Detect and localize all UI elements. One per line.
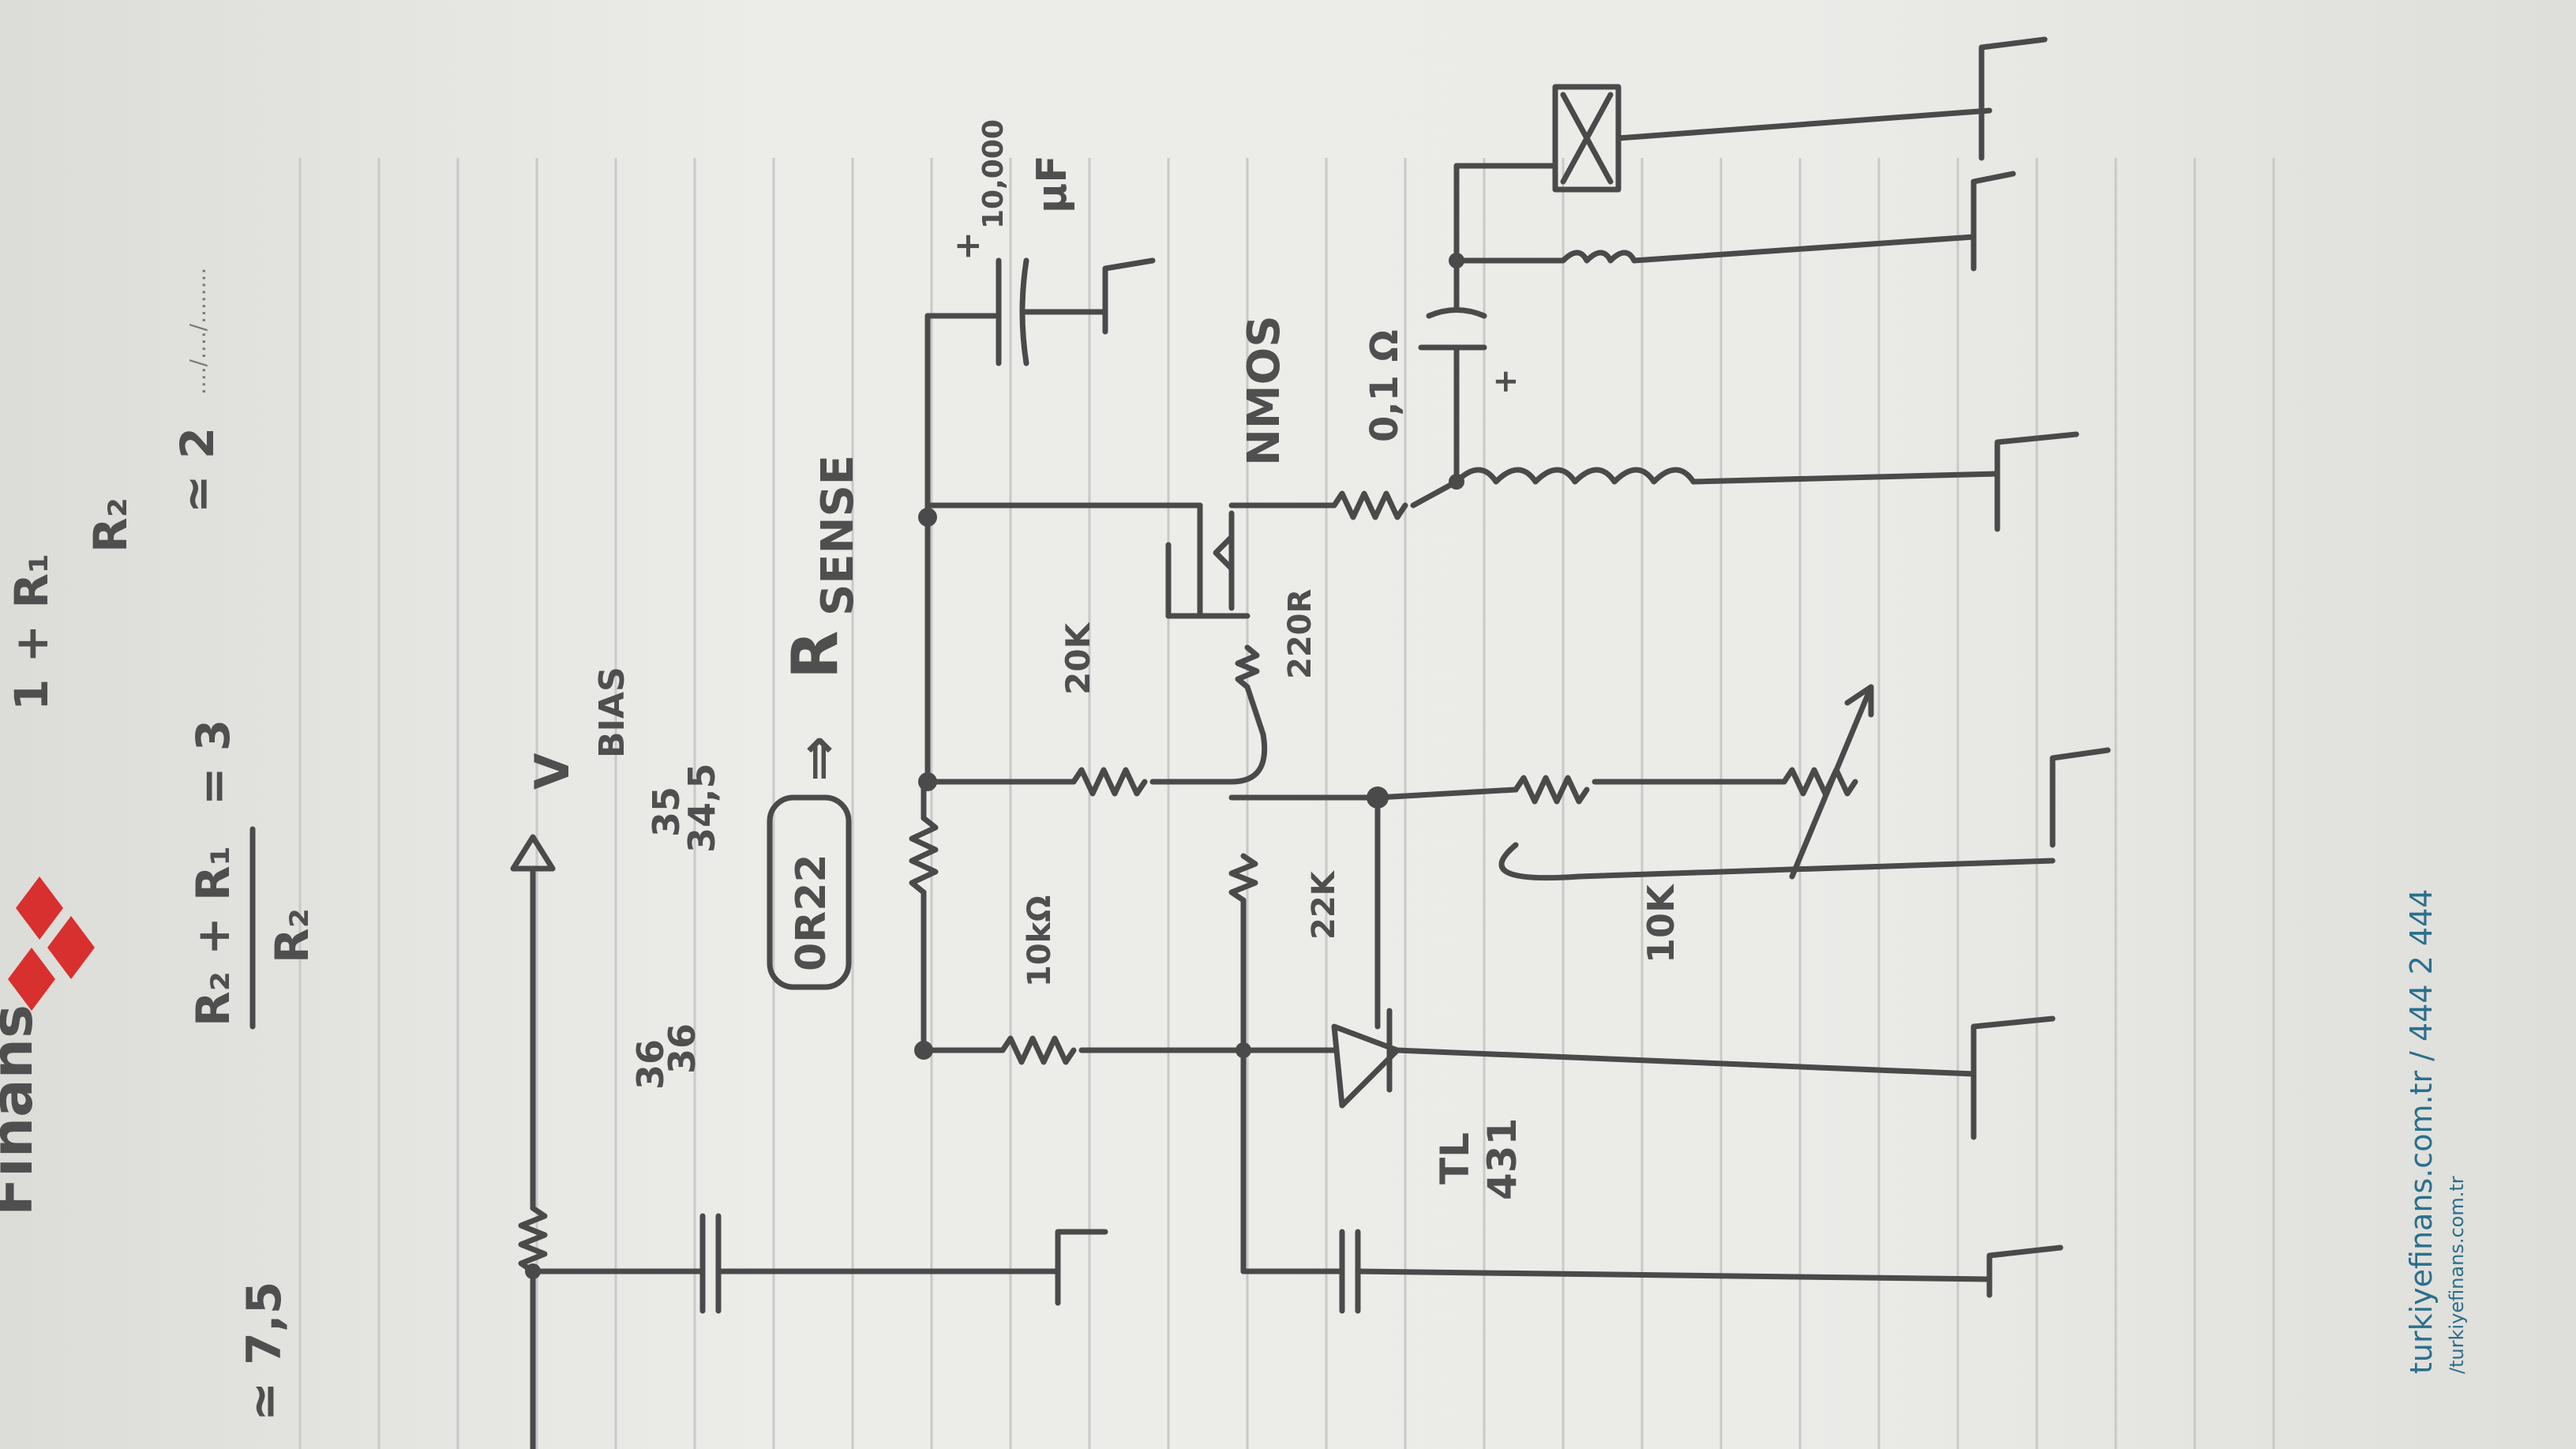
voltage-34-5: 34,5: [681, 764, 723, 854]
rsense-label: R: [778, 630, 852, 679]
cap-unit: µF: [1029, 155, 1076, 213]
partial-formula: 1 + R₁: [5, 554, 58, 711]
cap-value: 10,000: [977, 119, 1010, 229]
cap-plus: +: [947, 231, 988, 261]
nmos-label: NMOS: [1239, 315, 1290, 466]
resistor-220r-label: 220R: [1282, 589, 1318, 679]
date-placeholder: ..../..../........: [185, 268, 211, 395]
ratio-approx: ≃ 7,5: [237, 1282, 292, 1421]
control-section: TL 431 10K: [1228, 684, 2111, 1314]
logo-mark: [8, 877, 95, 1011]
rsense-value: 0R22: [788, 854, 835, 971]
formula-denominator: R₂: [265, 908, 319, 963]
cap2-plus: +: [1487, 368, 1524, 395]
implies-arrow: ⇒: [786, 735, 850, 782]
approx-two: ≃ 2: [171, 427, 224, 513]
voltage-36a: 36: [629, 1039, 672, 1090]
vbias-subscript: BIAS: [592, 666, 632, 758]
logo-text-line2: Finans: [0, 1004, 45, 1216]
resistor-0-1-label: 0,1 Ω: [1363, 329, 1407, 442]
footer-social: /turkiyefinans.com.tr: [2446, 1176, 2468, 1374]
resistor-22k-label: 22K: [1306, 869, 1342, 940]
formula-numerator: R₂ + R₁: [186, 846, 240, 1027]
resistor-20k-label: 20K: [1059, 622, 1097, 695]
ruled-lines: [298, 158, 2275, 1449]
ic-name: TL: [1432, 1132, 1478, 1184]
resistor-10k-b-label: 10K: [1640, 883, 1682, 963]
input-section: [510, 834, 1108, 1449]
rsense-value-box: [767, 794, 852, 990]
formula-result: = 3: [186, 719, 240, 805]
partial-denominator: R₂: [84, 497, 137, 553]
main-circuit: + 10,000 µF 10kΩ 20K 22K 220R NMOS 0,1: [909, 36, 2079, 1065]
rsense-subscript: SENSE: [812, 455, 864, 616]
voltage-35: 35: [645, 786, 688, 837]
resistor-10k-label: 10kΩ: [1022, 895, 1058, 987]
footer-website: turkiyefinans.com.tr / 444 2 444: [2404, 889, 2439, 1374]
ic-number: 431: [1479, 1118, 1525, 1200]
vbias-label: V: [525, 753, 580, 790]
voltage-36b: 36: [661, 1023, 703, 1074]
